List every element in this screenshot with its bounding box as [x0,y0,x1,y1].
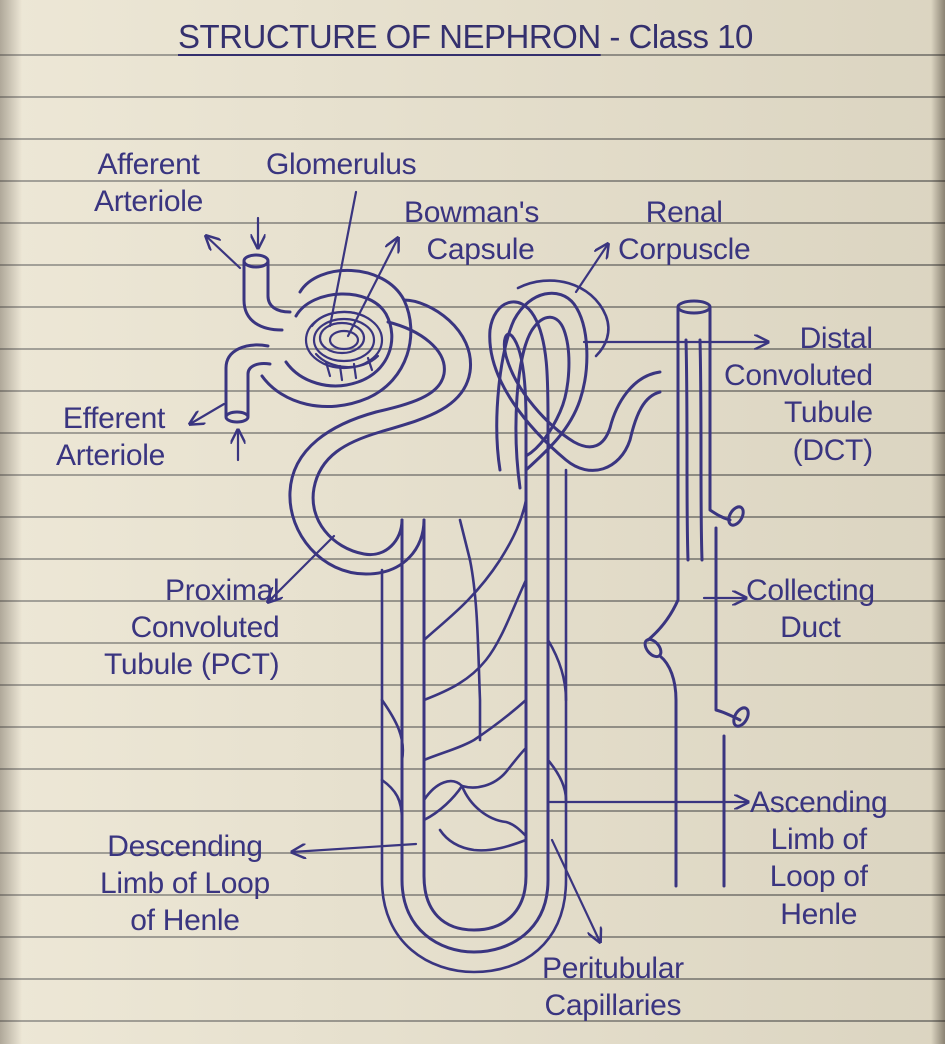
proximal-convoluted-tubule-shape [288,298,472,576]
label-descending-limb: Descending Limb of Loop of Henle [100,830,270,938]
bowmans-pointer [346,238,398,338]
bowmans-capsule-shape [260,269,413,409]
label-glomerulus: Glomerulus [266,148,417,181]
page-edge-shadow [931,0,945,1044]
peritubular-capillary-network [380,468,568,974]
glomerulus-pointer [328,190,358,328]
descending-pointer [292,842,418,852]
label-peritubular-capillaries: Peritubular Capillaries [542,952,684,1023]
title-main: STRUCTURE OF NEPHRON [178,18,601,55]
label-bowmans-capsule: Bowman's Capsule [404,196,540,267]
descending-limb-shape [400,418,550,954]
peritubular-pointer [550,838,600,942]
title-suffix: - Class 10 [609,18,753,55]
collecting-duct-shape [643,299,750,888]
label-pointers [190,190,768,942]
pct-pointer [268,534,336,602]
glomerulus-coil [304,310,384,382]
label-afferent-arteriole: Afferent Arteriole [94,148,204,219]
label-renal-corpuscle: Renal Corpuscle [618,196,751,267]
label-pct: Proximal Convoluted Tubule (PCT) [104,574,280,682]
efferent-arteriole-vessel [224,343,272,424]
ascending-limb-shape [488,291,662,490]
label-collecting-duct: Collecting Duct [746,574,875,645]
afferent-arteriole-vessel [242,253,292,332]
afferent-pointer-1 [206,236,242,270]
label-ascending-limb: Ascending Limb of Loop of Henle [750,786,888,931]
page-binding-shadow [0,0,22,1044]
renal-pointer [574,244,608,294]
page-title: STRUCTURE OF NEPHRON - Class 10 [178,18,753,56]
renal-corpuscle-arc [516,279,610,358]
label-dct: Distal Convoluted Tubule (DCT) [724,322,873,467]
label-efferent-arteriole: Efferent Arteriole [56,402,166,473]
efferent-pointer-1 [190,402,226,424]
